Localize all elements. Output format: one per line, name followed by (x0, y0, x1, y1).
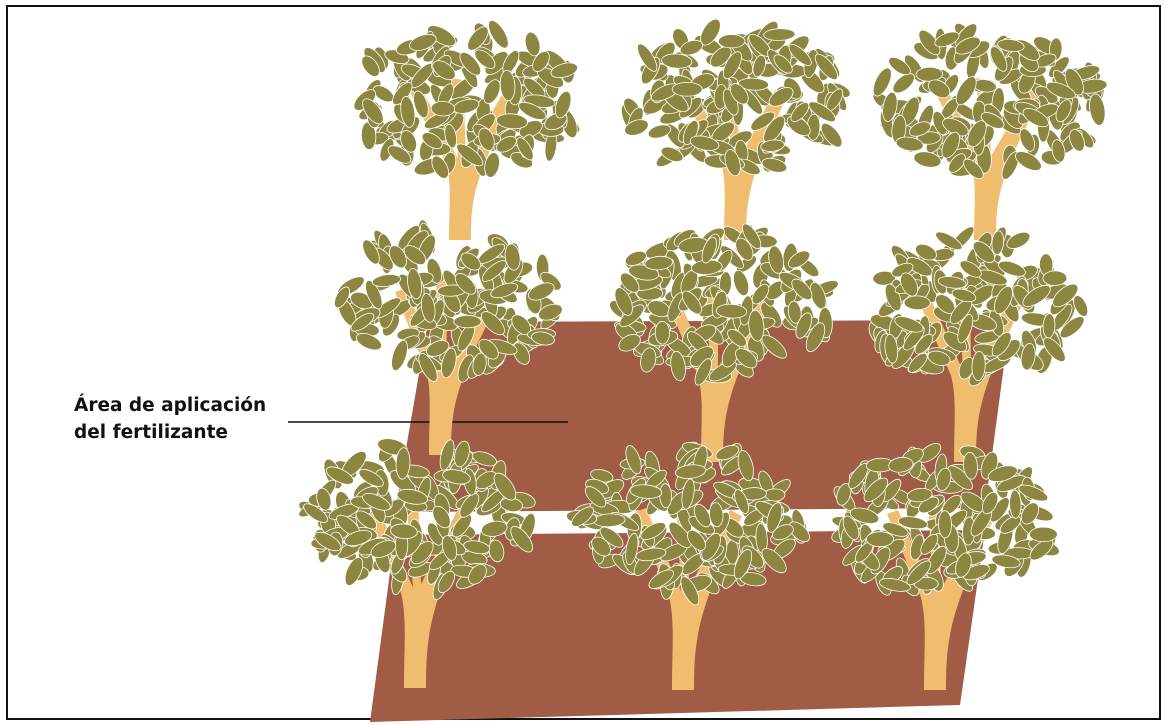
tree-back-right (869, 20, 1108, 240)
label-line-2: del fertilizante (74, 419, 266, 446)
fertilizer-area-label: Área de aplicación del fertilizante (74, 392, 266, 446)
tree-back-center (618, 16, 853, 240)
tree-back-left (350, 17, 583, 240)
label-line-1: Área de aplicación (74, 392, 266, 419)
